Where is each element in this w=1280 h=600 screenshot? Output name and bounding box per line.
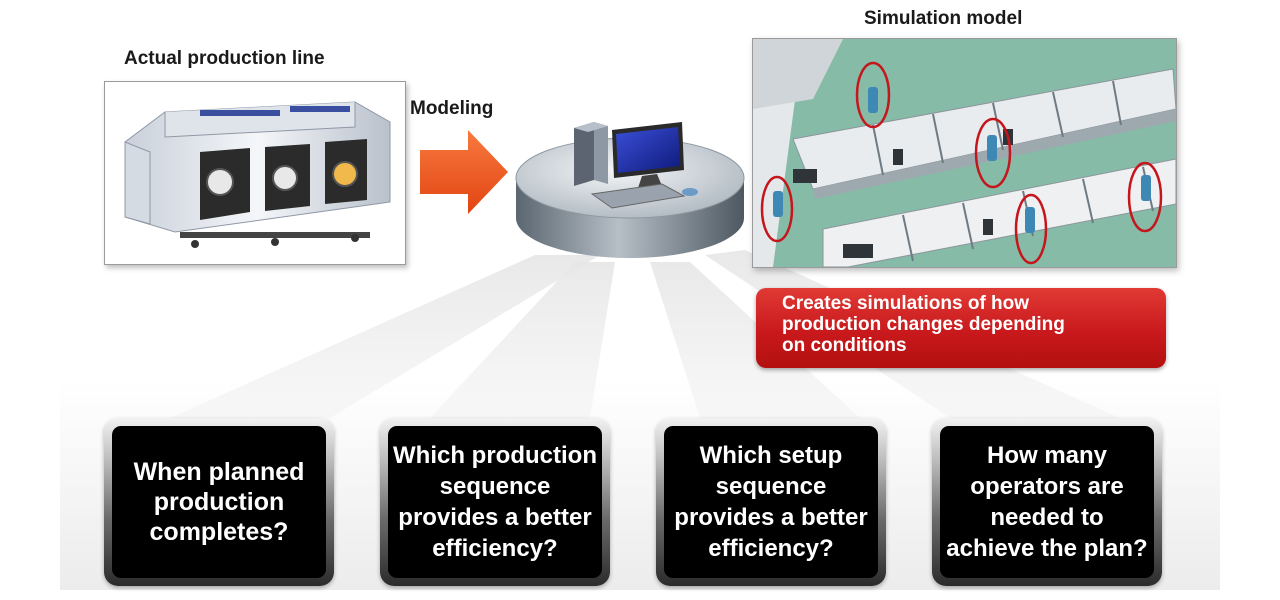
question-line: When planned bbox=[133, 458, 305, 486]
computer-icon bbox=[515, 122, 745, 258]
question-line: provides a better bbox=[674, 504, 868, 531]
production-line-photo bbox=[104, 81, 406, 265]
modeling-label: Modeling bbox=[410, 98, 494, 119]
machine-illustration-icon bbox=[124, 101, 391, 248]
question-line: sequence bbox=[715, 473, 827, 500]
question-line: Which production bbox=[393, 442, 597, 469]
question-line: sequence bbox=[439, 473, 551, 500]
actual-line-label: Actual production line bbox=[124, 48, 325, 69]
question-line: efficiency? bbox=[432, 535, 558, 562]
question-box-setup-sequence: Which setup sequence provides a better e… bbox=[656, 418, 886, 586]
question-box-completion: When planned production completes? bbox=[104, 418, 334, 586]
factory-simulation-view bbox=[753, 39, 1176, 267]
question-line: provides a better bbox=[398, 504, 592, 531]
question-line: operators are bbox=[970, 473, 1124, 500]
question-box-production-sequence: Which production sequence provides a bet… bbox=[380, 418, 610, 586]
callout-line: on conditions bbox=[782, 335, 907, 356]
question-line: needed to bbox=[990, 504, 1104, 531]
question-line: production bbox=[153, 488, 285, 516]
callout-line: production changes depending bbox=[782, 314, 1065, 335]
callout-line: Creates simulations of how bbox=[782, 293, 1030, 314]
modeling-arrow-icon bbox=[420, 130, 508, 214]
question-line: achieve the plan? bbox=[946, 535, 1148, 562]
question-line: Which setup bbox=[699, 442, 843, 469]
simulation-model-label: Simulation model bbox=[864, 8, 1023, 29]
question-line: efficiency? bbox=[708, 535, 834, 562]
simulation-callout: Creates simulations of how production ch… bbox=[756, 288, 1166, 368]
simulation-model-view bbox=[752, 38, 1177, 268]
question-box-operators: How many operators are needed to achieve… bbox=[932, 418, 1162, 586]
question-line: completes? bbox=[149, 518, 289, 546]
question-line: How many bbox=[986, 442, 1108, 469]
